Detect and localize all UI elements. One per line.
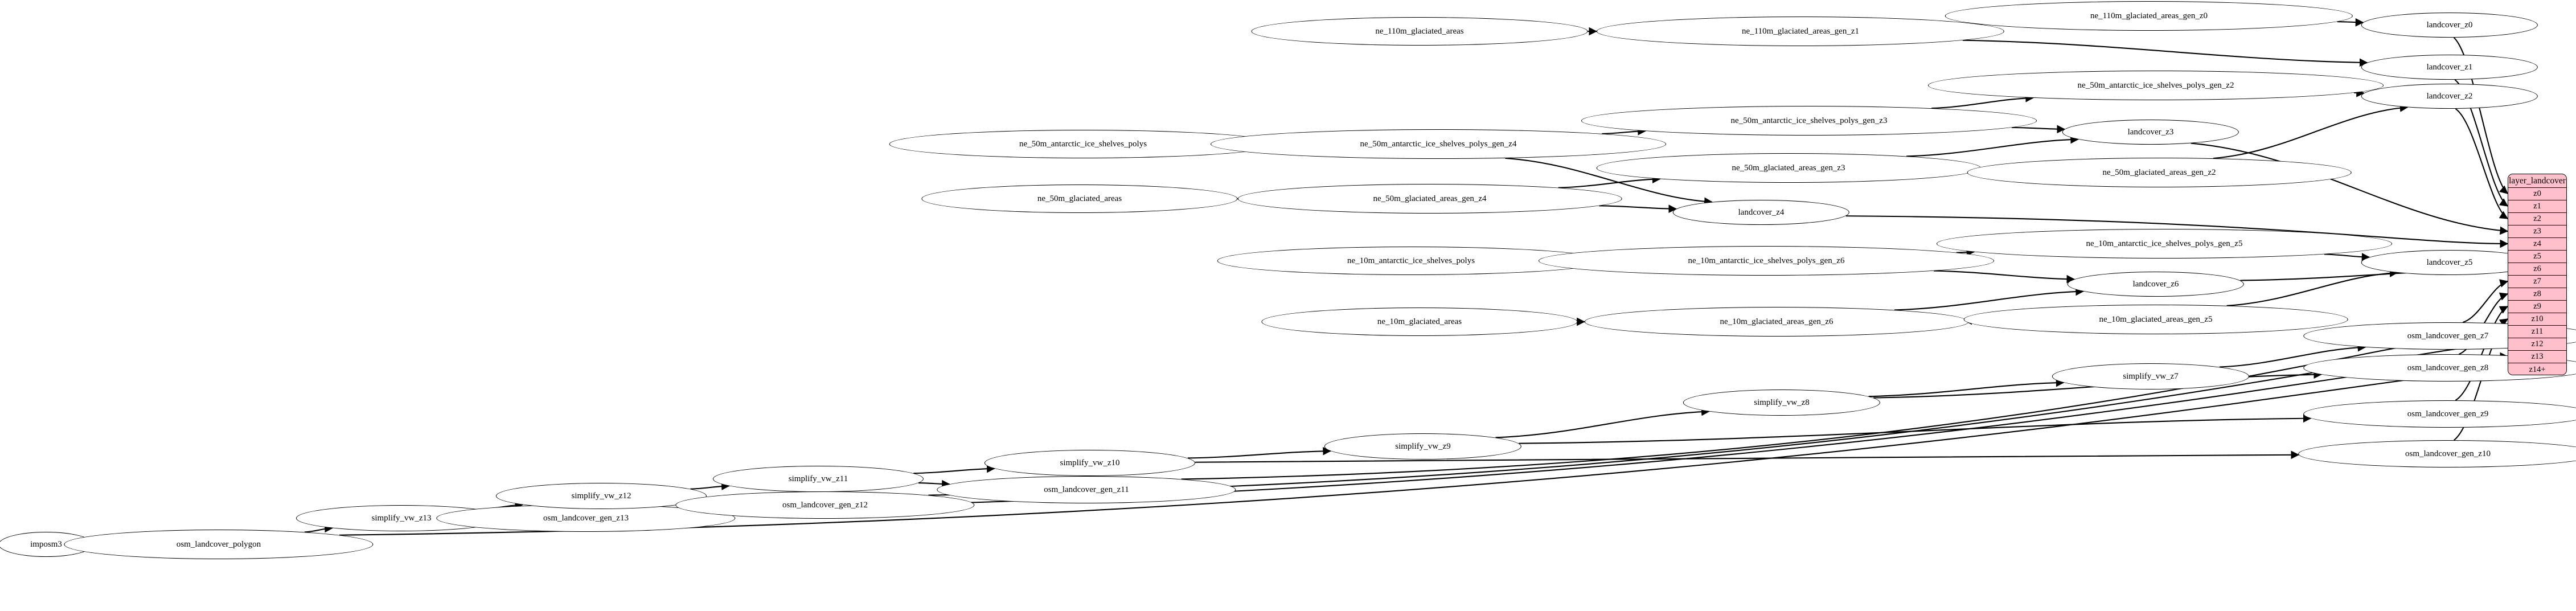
- graph-edge: [2191, 142, 2509, 235]
- graph-node-ne-50m-antarctic-ice-shelves-polys-gen-z4[interactable]: ne_50m_antarctic_ice_shelves_polys_gen_z…: [1211, 129, 1666, 159]
- graph-node-ne-10m-glaciated-areas-gen-z6[interactable]: ne_10m_glaciated_areas_gen_z6: [1584, 307, 1969, 337]
- graph-edge: [1906, 135, 2079, 157]
- graph-node-osm-landcover-gen-z10[interactable]: osm_landcover_gen_z10: [2298, 440, 2576, 468]
- graph-node-simplify-vw-z9[interactable]: simplify_vw_z9: [1324, 433, 1522, 460]
- layer-table-row-z12[interactable]: z12: [2508, 338, 2566, 351]
- graph-edge: [1187, 446, 1331, 459]
- graph-edge: [2324, 253, 2370, 261]
- graph-edge: [1599, 204, 1677, 214]
- graph-edge: [1845, 215, 2509, 248]
- layer-table-row-z7[interactable]: z7: [2508, 276, 2566, 288]
- layer-table-row-z4[interactable]: z4: [2508, 238, 2566, 251]
- graph-node-ne-50m-glaciated-areas-gen-z4[interactable]: ne_50m_glaciated_areas_gen_z4: [1237, 184, 1622, 214]
- graph-edge: [1868, 378, 2065, 397]
- graph-edge: [1519, 414, 2312, 444]
- graph-node-osm-landcover-gen-z9[interactable]: osm_landcover_gen_z9: [2303, 400, 2576, 428]
- layer-table-row-z5[interactable]: z5: [2508, 251, 2566, 263]
- graph-edge: [2455, 306, 2509, 401]
- graph-edge: [1962, 39, 2368, 67]
- layer-table-row-z11[interactable]: z11: [2508, 326, 2566, 338]
- graph-edge: [918, 479, 950, 489]
- graph-node-ne-50m-antarctic-ice-shelves-polys-gen-z3[interactable]: ne_50m_antarctic_ice_shelves_polys_gen_z…: [1581, 106, 2037, 136]
- graph-node-simplify-vw-z8[interactable]: simplify_vw_z8: [1683, 389, 1881, 416]
- graph-node-simplify-vw-z12[interactable]: simplify_vw_z12: [495, 483, 707, 509]
- graph-node-landcover-z3[interactable]: landcover_z3: [2062, 120, 2239, 145]
- graph-node-ne-10m-glaciated-areas-gen-z5[interactable]: ne_10m_glaciated_areas_gen_z5: [1963, 305, 2348, 334]
- graph-node-ne-50m-glaciated-areas-gen-z2[interactable]: ne_50m_glaciated_areas_gen_z2: [1967, 158, 2352, 187]
- graph-node-ne-50m-antarctic-ice-shelves-polys-gen-z2[interactable]: ne_50m_antarctic_ice_shelves_polys_gen_z…: [1928, 71, 2384, 100]
- graph-node-ne-10m-antarctic-ice-shelves-polys-gen-z5[interactable]: ne_10m_antarctic_ice_shelves_polys_gen_z…: [1937, 229, 2392, 259]
- layer-table-row-z8[interactable]: z8: [2508, 288, 2566, 301]
- graph-edge: [2213, 104, 2409, 159]
- layer-table-row-z3[interactable]: z3: [2508, 225, 2566, 238]
- graph-node-landcover-z1[interactable]: landcover_z1: [2361, 55, 2538, 80]
- graph-edge: [2455, 108, 2508, 219]
- graph-node-simplify-vw-z7[interactable]: simplify_vw_z7: [2052, 363, 2250, 389]
- graph-edge: [1495, 407, 1710, 438]
- graph-node-ne-110m-glaciated-areas[interactable]: ne_110m_glaciated_areas: [1251, 17, 1588, 46]
- layer-table-row-z2[interactable]: z2: [2508, 213, 2566, 225]
- graph-edge: [2219, 343, 2366, 368]
- graph-edge: [304, 524, 333, 533]
- layer-table-row-z9[interactable]: z9: [2508, 301, 2566, 313]
- graph-edge: [1934, 270, 2075, 284]
- graph-edge: [1505, 157, 1713, 206]
- graph-edge: [1894, 287, 2084, 311]
- graph-node-ne-10m-antarctic-ice-shelves-polys-gen-z6[interactable]: ne_10m_antarctic_ice_shelves_polys_gen_z…: [1539, 246, 1994, 276]
- graph-node-ne-50m-glaciated-areas[interactable]: ne_50m_glaciated_areas: [921, 184, 1238, 213]
- layer-table-row-z10[interactable]: z10: [2508, 313, 2566, 326]
- graph-edge: [2462, 279, 2509, 323]
- layer-table-row-z13[interactable]: z13: [2508, 351, 2566, 363]
- graph-node-simplify-vw-z11[interactable]: simplify_vw_z11: [712, 466, 924, 492]
- graph-edge: [928, 339, 2509, 496]
- graph-node-simplify-vw-z10[interactable]: simplify_vw_z10: [984, 450, 1196, 476]
- graph-edge: [1602, 126, 1646, 136]
- graph-node-ne-50m-glaciated-areas-gen-z3[interactable]: ne_50m_glaciated_areas_gen_z3: [1596, 153, 1981, 183]
- graph-edge: [913, 464, 995, 474]
- graph-node-landcover-z6[interactable]: landcover_z6: [2067, 272, 2245, 297]
- graph-edge: [2453, 37, 2508, 194]
- graph-node-ne-110m-glaciated-areas-gen-z0[interactable]: ne_110m_glaciated_areas_gen_z0: [1945, 1, 2353, 31]
- graph-edge: [1558, 175, 1661, 188]
- graph-edge: [690, 482, 730, 490]
- layer-table-row-z6[interactable]: z6: [2508, 263, 2566, 276]
- graph-node-landcover-z0[interactable]: landcover_z0: [2361, 13, 2538, 38]
- graph-node-ne-110m-glaciated-areas-gen-z1[interactable]: ne_110m_glaciated_areas_gen_z1: [1596, 17, 2005, 46]
- graph-node-ne-10m-glaciated-areas[interactable]: ne_10m_glaciated_areas: [1261, 307, 1578, 336]
- graph-edge: [1931, 93, 2034, 109]
- graph-node-osm-landcover-gen-z12[interactable]: osm_landcover_gen_z12: [675, 491, 975, 519]
- graph-node-osm-landcover-polygon[interactable]: osm_landcover_polygon: [64, 530, 374, 559]
- graph-edge: [2011, 125, 2066, 134]
- graph-node-landcover-z4[interactable]: landcover_z4: [1672, 200, 1850, 225]
- layer-table-row-z1[interactable]: z1: [2508, 200, 2566, 213]
- layer-table-row-z14plus[interactable]: z14+: [2508, 363, 2566, 375]
- graph-node-landcover-z2[interactable]: landcover_z2: [2361, 84, 2538, 109]
- graph-node-osm-landcover-gen-z11[interactable]: osm_landcover_gen_z11: [937, 476, 1236, 503]
- layer-table-header: layer_landcover: [2508, 174, 2566, 188]
- layer-table-row-z0[interactable]: z0: [2508, 188, 2566, 200]
